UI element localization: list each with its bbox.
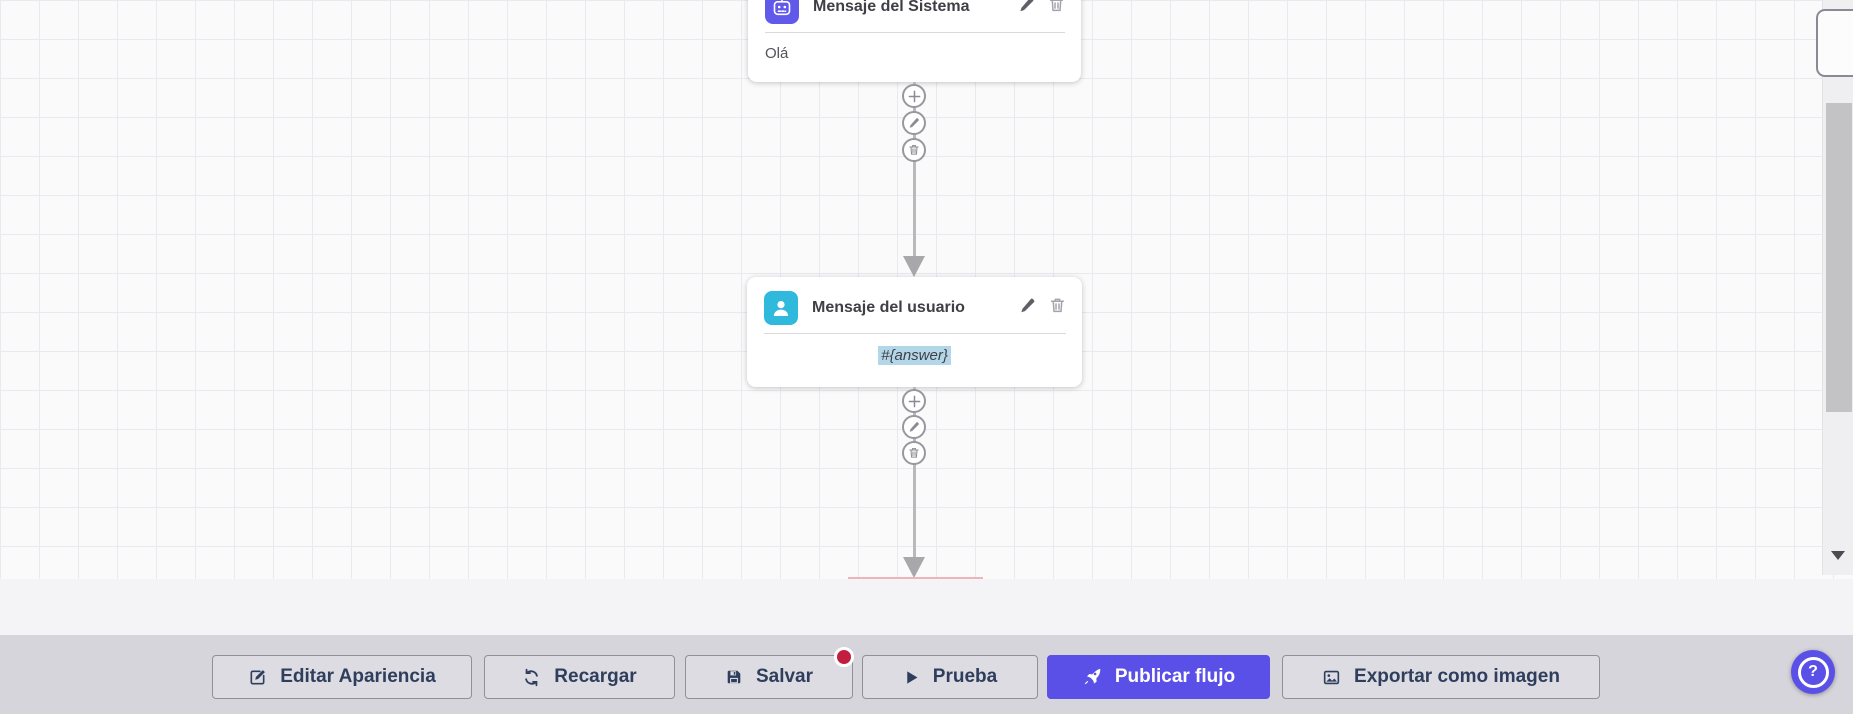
arrow-down-icon xyxy=(903,557,925,578)
node-content: Olá xyxy=(765,45,789,62)
canvas-footer-gutter xyxy=(0,579,1853,635)
robot-icon xyxy=(765,0,799,24)
delete-node-icon[interactable] xyxy=(1049,297,1066,319)
divider xyxy=(764,333,1066,334)
node-user-message[interactable]: Mensaje del usuario #{answer} xyxy=(747,277,1082,387)
node-content: #{answer} xyxy=(747,334,1082,376)
node-title: Mensaje del usuario xyxy=(812,299,965,316)
button-label: Publicar flujo xyxy=(1114,666,1236,687)
edit-node-icon[interactable] xyxy=(1019,297,1036,319)
question-mark-icon: ? xyxy=(1797,656,1829,688)
edit-square-icon xyxy=(250,669,266,684)
bottom-toolbar: Editar Apariencia Recargar Salvar xyxy=(0,635,1853,714)
user-icon xyxy=(764,291,798,325)
variable-token: #{answer} xyxy=(878,346,951,365)
edit-connector-button[interactable] xyxy=(902,111,926,135)
unsaved-changes-badge xyxy=(834,647,854,667)
save-button[interactable]: Salvar xyxy=(685,647,854,699)
rocket-icon xyxy=(1084,668,1101,685)
delete-connector-button[interactable] xyxy=(902,138,926,162)
scrollbar-thumb[interactable] xyxy=(1826,103,1852,412)
flow-canvas[interactable]: Mensaje del Sistema Olá xyxy=(0,0,1853,579)
scroll-down-icon[interactable] xyxy=(1831,551,1845,560)
node-title: Mensaje del Sistema xyxy=(813,0,970,15)
next-node-top-edge xyxy=(848,577,983,579)
test-button[interactable]: Prueba xyxy=(862,655,1038,699)
image-icon xyxy=(1323,670,1340,684)
arrow-down-icon xyxy=(903,256,925,277)
connector-line xyxy=(913,82,916,258)
node-header: Mensaje del Sistema xyxy=(748,0,1081,24)
add-node-button[interactable] xyxy=(902,389,926,413)
button-label: Editar Apariencia xyxy=(280,666,436,687)
connector-line xyxy=(913,387,916,559)
node-actions xyxy=(1019,297,1066,319)
delete-node-icon[interactable] xyxy=(1048,0,1065,18)
save-icon xyxy=(727,670,741,684)
publish-flow-button[interactable]: Publicar flujo xyxy=(1047,655,1270,699)
refresh-icon xyxy=(525,668,539,686)
export-image-button[interactable]: Exportar como imagen xyxy=(1282,655,1600,699)
canvas-controls-panel[interactable] xyxy=(1816,9,1853,77)
play-icon xyxy=(907,670,918,684)
add-node-button[interactable] xyxy=(902,84,926,108)
help-button[interactable]: ? xyxy=(1791,650,1835,694)
button-label: Prueba xyxy=(932,666,998,687)
edit-connector-button[interactable] xyxy=(902,415,926,439)
button-label: Salvar xyxy=(755,666,814,687)
button-label: Exportar como imagen xyxy=(1354,666,1560,687)
delete-connector-button[interactable] xyxy=(902,441,926,465)
edit-node-icon[interactable] xyxy=(1018,0,1035,18)
vertical-scrollbar[interactable] xyxy=(1822,0,1853,575)
edit-appearance-button[interactable]: Editar Apariencia xyxy=(212,655,472,699)
reload-button[interactable]: Recargar xyxy=(484,655,675,699)
divider xyxy=(765,32,1065,33)
button-label: Recargar xyxy=(554,666,637,687)
node-header: Mensaje del usuario xyxy=(747,277,1082,325)
node-actions xyxy=(1018,0,1065,18)
node-system-message[interactable]: Mensaje del Sistema Olá xyxy=(748,0,1081,82)
